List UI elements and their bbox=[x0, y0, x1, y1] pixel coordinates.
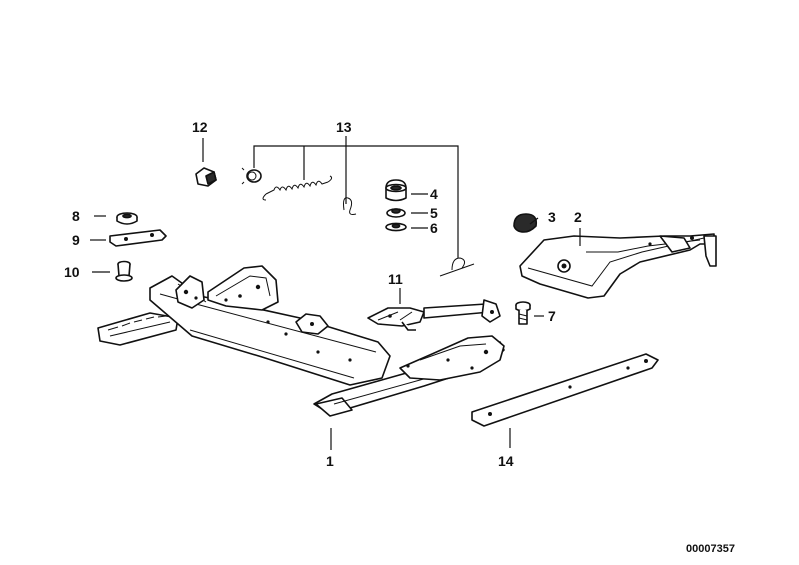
leader-lines bbox=[90, 136, 581, 450]
callout-1: 1 bbox=[326, 453, 334, 469]
part-9-plate[interactable] bbox=[109, 229, 167, 247]
part-1-seat-rail-frame[interactable] bbox=[97, 265, 505, 417]
part-5-nut[interactable] bbox=[386, 208, 406, 218]
part-6-washer[interactable] bbox=[385, 222, 407, 232]
part-13-spring-kit[interactable] bbox=[241, 167, 475, 277]
part-2-seat-bracket[interactable] bbox=[519, 233, 717, 299]
callout-5: 5 bbox=[430, 205, 438, 221]
callout-9: 9 bbox=[72, 232, 80, 248]
part-7-bolt[interactable] bbox=[515, 301, 531, 325]
part-3-cap[interactable] bbox=[513, 213, 538, 233]
callout-7: 7 bbox=[548, 308, 556, 324]
part-8-ring[interactable] bbox=[116, 212, 138, 225]
callout-10: 10 bbox=[64, 264, 80, 280]
part-4-bushing[interactable] bbox=[385, 179, 407, 202]
callout-4: 4 bbox=[430, 186, 438, 202]
part-10-rivet[interactable] bbox=[115, 260, 133, 282]
callout-6: 6 bbox=[430, 220, 438, 236]
callout-3: 3 bbox=[548, 209, 556, 225]
diagram-reference-number: 00007357 bbox=[686, 543, 735, 555]
callout-8: 8 bbox=[72, 208, 80, 224]
callout-2: 2 bbox=[574, 209, 582, 225]
callout-14: 14 bbox=[498, 453, 514, 469]
callout-12: 12 bbox=[192, 119, 208, 135]
part-12-clip[interactable] bbox=[195, 167, 217, 187]
callout-11: 11 bbox=[388, 271, 403, 287]
part-11-adjuster-rod[interactable] bbox=[367, 299, 501, 331]
part-14-strap[interactable] bbox=[471, 353, 659, 427]
callout-13: 13 bbox=[336, 119, 352, 135]
callout-labels: 1 2 3 4 5 6 7 8 9 10 11 12 13 14 bbox=[64, 119, 582, 469]
